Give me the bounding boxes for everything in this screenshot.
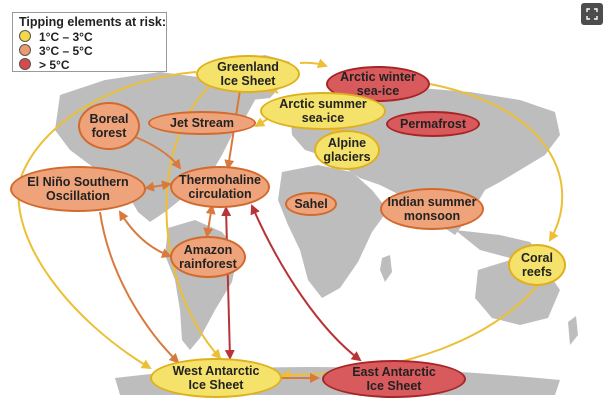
expand-button[interactable] [581, 3, 603, 25]
africa-land [278, 165, 388, 298]
arrow-el-nino-to-west-antarctic [99, 211, 180, 364]
arrow-thermohaline-to-amazon [203, 204, 216, 238]
node-indian-summer-monsoon: Indian summer monsoon [380, 188, 484, 230]
legend-swatch-high [19, 58, 31, 70]
new-zealand-land [568, 316, 578, 345]
node-thermohaline-circulation: Thermohaline circulation [170, 166, 270, 208]
legend-label-low: 1°C – 3°C [39, 30, 93, 44]
legend-item-mid: 3°C – 5°C [19, 44, 93, 58]
node-el-nino-southern-oscillation: El Niño Southern Oscillation [10, 166, 146, 212]
node-amazon-rainforest: Amazon rainforest [170, 236, 246, 278]
legend-swatch-mid [19, 44, 31, 56]
madagascar-land [380, 255, 392, 282]
arrow-el-nino-to-amazon [118, 210, 172, 258]
node-greenland-ice-sheet: Greenland Ice Sheet [196, 55, 300, 93]
expand-icon [586, 8, 598, 20]
legend-label-mid: 3°C – 5°C [39, 44, 93, 58]
node-jet-stream: Jet Stream [148, 111, 256, 135]
legend-title: Tipping elements at risk: [19, 15, 167, 29]
legend-label-high: > 5°C [39, 58, 70, 72]
node-sahel: Sahel [285, 192, 337, 216]
node-east-antarctic-ice-sheet: East Antarctic Ice Sheet [322, 360, 466, 398]
node-west-antarctic-ice-sheet: West Antarctic Ice Sheet [150, 358, 282, 398]
arrow-thermohaline-to-west-antarctic [221, 206, 235, 360]
legend-item-high: > 5°C [19, 58, 69, 72]
node-alpine-glaciers: Alpine glaciers [314, 130, 380, 170]
arrow-arctic-winter-to-coral [429, 83, 564, 242]
node-coral-reefs: Coral reefs [508, 244, 566, 286]
arrows-high [221, 204, 362, 362]
legend-swatch-low [19, 30, 31, 42]
node-permafrost: Permafrost [386, 111, 480, 137]
node-boreal-forest: Boreal forest [78, 102, 140, 150]
arrow-thermohaline-to-el-nino [144, 180, 172, 192]
arrow-greenland-to-arctic-winter [299, 58, 328, 68]
legend: Tipping elements at risk: 1°C – 3°C 3°C … [12, 12, 167, 72]
arrow-thermohaline-to-east-antarctic [250, 204, 362, 362]
legend-item-low: 1°C – 3°C [19, 30, 93, 44]
node-arctic-summer-sea-ice: Arctic summer sea-ice [260, 92, 386, 130]
